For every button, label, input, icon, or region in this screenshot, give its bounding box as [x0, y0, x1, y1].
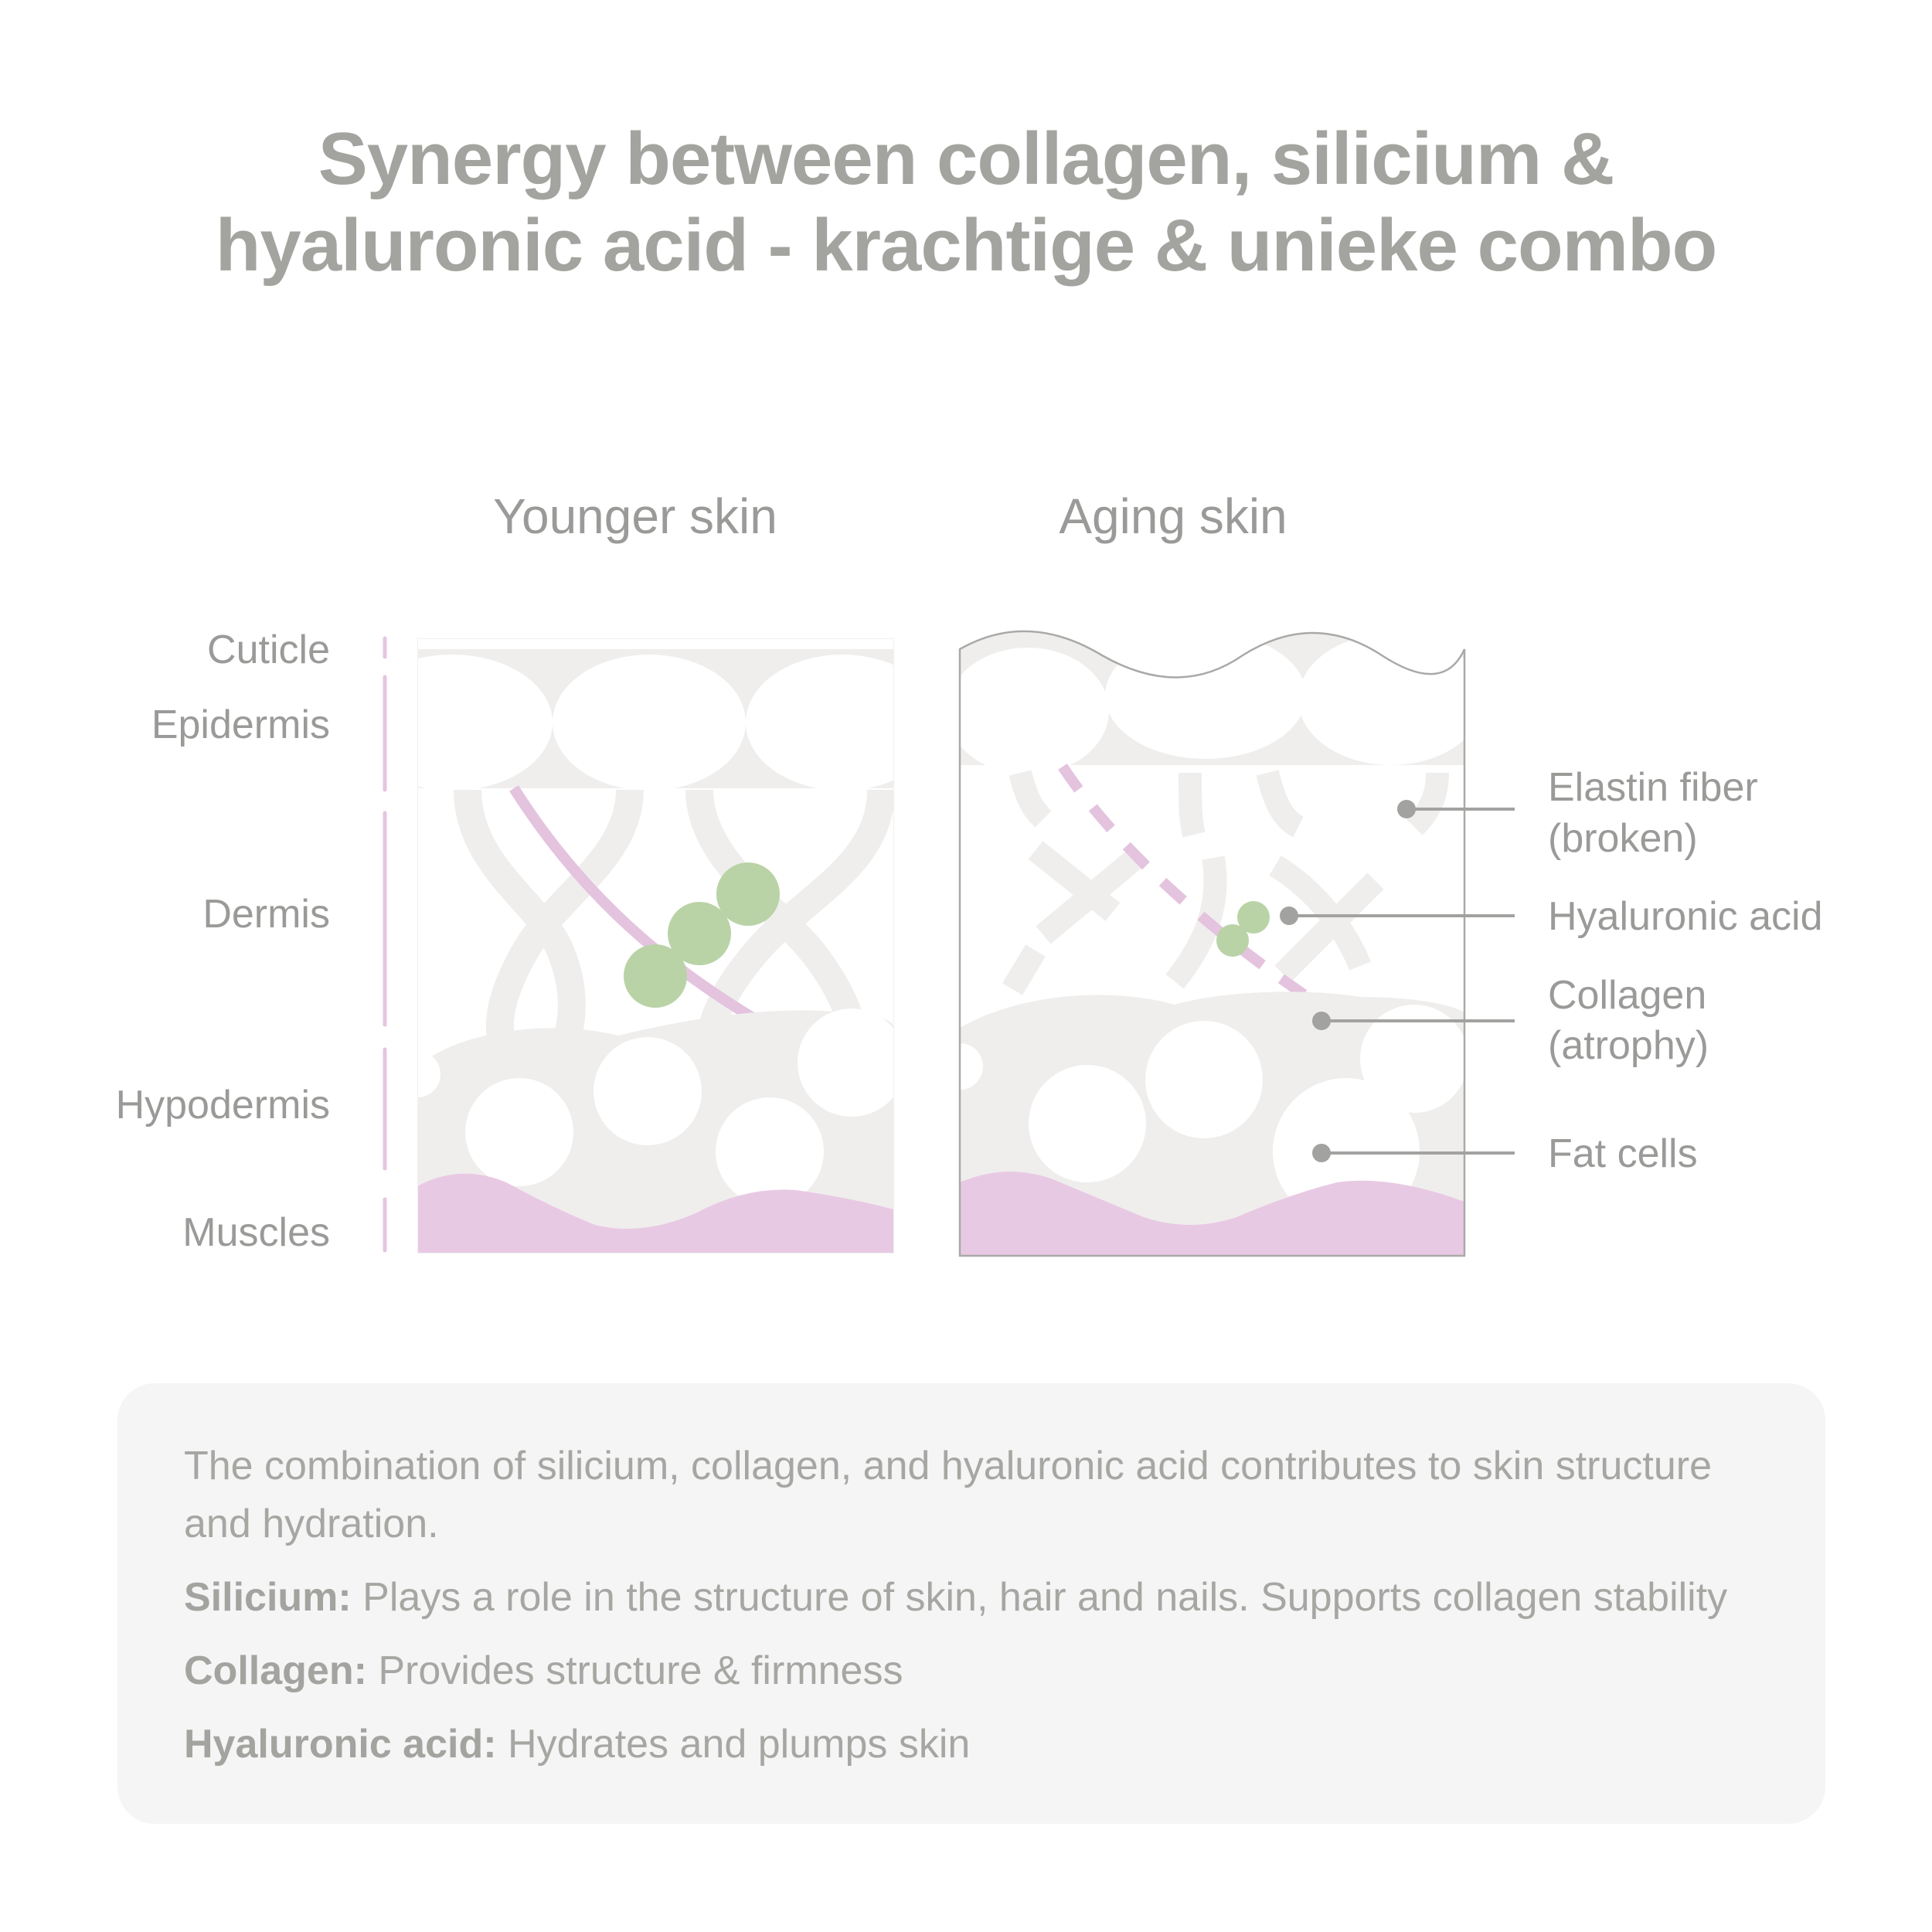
younger-epidermis-cell [553, 655, 746, 791]
info-collagen-term: Collagen: [184, 1648, 367, 1693]
aging-muscle [960, 1172, 1464, 1256]
younger-fat-cell [798, 1009, 894, 1117]
info-collagen-text: Provides structure & firmness [366, 1648, 903, 1693]
callout-dot-collagen [1312, 1012, 1331, 1030]
callout-lines [1289, 808, 1515, 1155]
younger-hyaluronic-molecule [716, 862, 780, 926]
aging-fat-cell [1029, 1065, 1146, 1182]
younger-fat-cell [594, 1037, 702, 1145]
younger-muscle [417, 1173, 894, 1253]
callout-collagen-line1: Collagen [1548, 973, 1706, 1018]
aging-fat-cell [1145, 1021, 1263, 1138]
callout-dot-elastin [1397, 800, 1416, 818]
callout-elastin-line1: Elastin fiber [1548, 765, 1758, 810]
aging-fat-cell [960, 1043, 983, 1090]
callout-dots [1280, 800, 1416, 1162]
younger-fat-cell [465, 1078, 573, 1186]
aging-hyaluronic-molecule [1237, 901, 1270, 934]
younger-epidermis-cell [417, 655, 553, 791]
info-silicium: Silicium: Plays a role in the structure … [184, 1569, 1759, 1627]
aging-skin-panel [960, 631, 1464, 1256]
info-hyaluronic-term: Hyaluronic acid: [184, 1722, 497, 1767]
aging-fat-cell [1360, 1005, 1464, 1113]
layer-label-cuticle: Cuticle [207, 628, 330, 672]
aging-epidermis-cell [960, 648, 1109, 774]
aging-panel-border [958, 630, 1466, 1257]
callout-dot-hyaluronic [1280, 906, 1298, 925]
callout-hyaluronic: Hyaluronic acid [1548, 894, 1823, 939]
aging-epidermis-cell [1105, 632, 1306, 759]
title-line-1: Synergy between collagen, silicium & [318, 117, 1615, 200]
younger-epidermis-cell [746, 655, 894, 791]
callout-dot-fat [1312, 1144, 1331, 1162]
layer-label-hypodermis: Hypodermis [116, 1083, 330, 1128]
callout-collagen-line2: (atrophy) [1548, 1023, 1709, 1068]
aging-epidermis-cell [1298, 634, 1464, 765]
skin-diagram: Younger skin Aging skin Cuticle Epidermi… [116, 488, 1823, 1257]
info-silicium-text: Plays a role in the structure of skin, h… [351, 1575, 1728, 1620]
title-line-2: hyaluronic acid - krachtige & unieke com… [215, 204, 1718, 287]
younger-fat-cell [716, 1097, 824, 1206]
younger-skin-label: Younger skin [493, 488, 777, 544]
info-intro: The combination of silicium, collagen, a… [184, 1444, 1712, 1546]
younger-fat-cell [417, 1051, 440, 1097]
aging-elastin-fiber [1058, 764, 1371, 1041]
info-hyaluronic: Hyaluronic acid: Hydrates and plumps ski… [184, 1716, 1759, 1774]
aging-hyaluronic-molecule [1216, 924, 1249, 957]
info-collagen: Collagen: Provides structure & firmness [184, 1642, 1759, 1700]
aging-skin-label: Aging skin [1059, 488, 1287, 544]
younger-hyaluronic-molecule [624, 944, 687, 1008]
page-title: Synergy between collagen, silicium & hya… [0, 116, 1932, 289]
layer-label-dermis: Dermis [202, 892, 330, 937]
younger-hyaluronic-molecule [668, 902, 731, 965]
info-silicium-term: Silicium: [184, 1575, 352, 1620]
info-hyaluronic-text: Hydrates and plumps skin [496, 1722, 971, 1767]
layer-label-muscles: Muscles [182, 1210, 330, 1255]
younger-skin-panel [417, 638, 894, 1253]
callout-fat: Fat cells [1548, 1131, 1698, 1176]
layer-label-epidermis: Epidermis [151, 702, 330, 747]
callout-elastin-line2: (broken) [1548, 816, 1698, 861]
info-panel: The combination of silicium, collagen, a… [117, 1383, 1825, 1824]
